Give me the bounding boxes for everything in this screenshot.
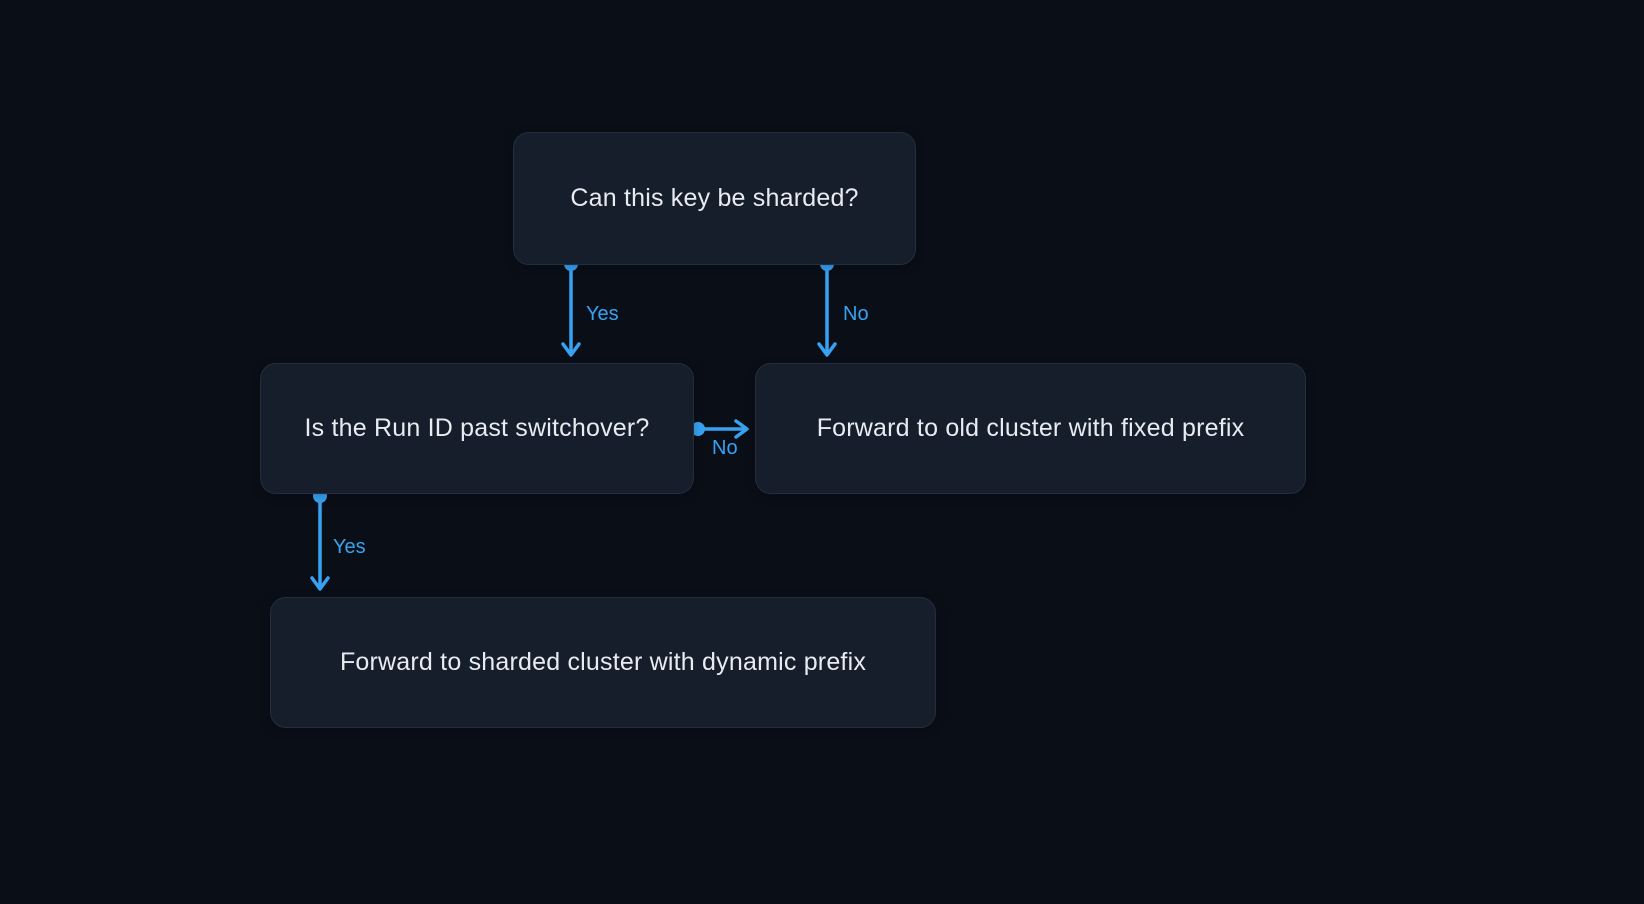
edge-switchover-yes bbox=[310, 489, 330, 591]
node-can-key-be-sharded: Can this key be sharded? bbox=[513, 132, 916, 265]
node-label: Forward to sharded cluster with dynamic … bbox=[339, 648, 867, 676]
node-forward-old-cluster: Forward to old cluster with fixed prefix bbox=[755, 363, 1306, 494]
edge-start-dot bbox=[691, 422, 705, 436]
edge-canshard-no bbox=[817, 257, 837, 357]
edge-label-yes-to-sharded: Yes bbox=[333, 536, 366, 558]
node-label: Can this key be sharded? bbox=[570, 184, 859, 212]
node-label: Forward to old cluster with fixed prefix bbox=[816, 414, 1245, 442]
edge-label-yes-to-switchover: Yes bbox=[586, 303, 619, 325]
node-run-id-past-switchover: Is the Run ID past switchover? bbox=[260, 363, 694, 494]
node-forward-sharded-cluster: Forward to sharded cluster with dynamic … bbox=[270, 597, 936, 728]
edge-canshard-yes bbox=[561, 257, 581, 357]
edge-label-no-switchover-to-old: No bbox=[712, 437, 738, 459]
node-label: Is the Run ID past switchover? bbox=[304, 414, 650, 442]
edge-label-no-to-old-cluster: No bbox=[843, 303, 869, 325]
edge-switchover-no bbox=[691, 419, 749, 439]
